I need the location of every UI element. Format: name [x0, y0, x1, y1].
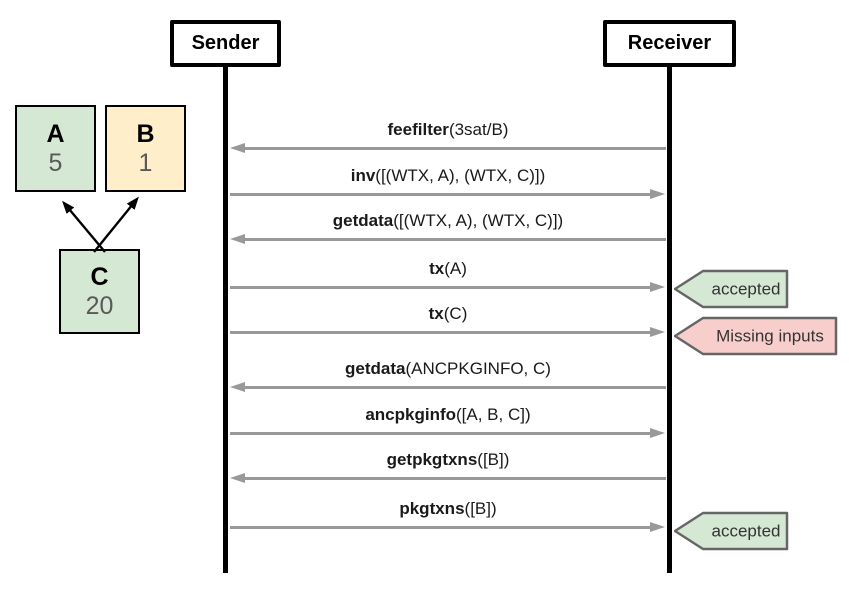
sender-lifeline	[223, 67, 228, 573]
tx-node-a-fee: 5	[48, 148, 63, 177]
message-name: ancpkginfo	[365, 405, 457, 424]
actor-receiver: Receiver	[603, 20, 736, 67]
message-inv-label: inv([(WTX, A), (WTX, C)])	[230, 166, 666, 186]
message-args: ([A, B, C])	[456, 405, 531, 424]
tx-node-c-fee: 20	[85, 291, 114, 320]
message-pkgtxns-label: pkgtxns([B])	[230, 499, 666, 519]
actor-sender: Sender	[170, 20, 281, 67]
tx-node-b-fee: 1	[138, 148, 153, 177]
message-line	[230, 432, 651, 435]
message-args: ([(WTX, A), (WTX, C)])	[375, 166, 546, 185]
receiver-lifeline	[667, 67, 672, 573]
message-args: (ANCPKGINFO, C)	[405, 359, 551, 378]
tx-node-a: A 5	[15, 105, 96, 192]
arrowhead-right-icon	[650, 521, 665, 532]
actor-sender-label: Sender	[191, 32, 260, 54]
message-getdata-wtx-label: getdata([(WTX, A), (WTX, C)])	[230, 211, 666, 231]
edge-c-to-b-arrow	[93, 196, 139, 253]
message-line	[244, 147, 666, 150]
message-line	[230, 193, 651, 196]
arrowhead-right-icon	[650, 281, 665, 292]
arrowhead-right-icon	[650, 427, 665, 438]
message-ancpkginfo-label: ancpkginfo([A, B, C])	[230, 405, 666, 425]
badge-pkgtxns-accepted: accepted	[674, 511, 789, 551]
message-tx-a-label: tx(A)	[230, 259, 666, 279]
badge-tx-a-accepted: accepted	[674, 269, 789, 309]
arrowhead-left-icon	[230, 381, 245, 392]
message-name: inv	[350, 166, 376, 185]
arrowhead-left-icon	[230, 233, 245, 244]
message-line	[230, 286, 651, 289]
message-args: ([B])	[464, 499, 497, 518]
badge-tx-c-missing-inputs: Missing inputs	[674, 316, 838, 356]
badge-shape	[674, 316, 838, 356]
badge-tx-c-missing-inputs-text: Missing inputs	[716, 327, 824, 346]
badge-pkgtxns-accepted-text: accepted	[712, 522, 781, 541]
message-line	[244, 477, 666, 480]
message-line	[230, 526, 651, 529]
message-line	[230, 331, 651, 334]
actor-receiver-label: Receiver	[627, 32, 712, 54]
message-args: (C)	[443, 304, 468, 323]
tx-node-b-label: B	[136, 119, 155, 148]
message-args: ([B])	[477, 450, 510, 469]
badge-shape	[674, 269, 789, 309]
arrowhead-right-icon	[650, 326, 665, 337]
arrowhead-right-icon	[650, 188, 665, 199]
tx-node-c: C 20	[59, 249, 140, 334]
message-name: getpkgtxns	[386, 450, 478, 469]
message-getpkgtxns-label: getpkgtxns([B])	[230, 450, 666, 470]
message-name: tx	[428, 304, 444, 323]
message-name: getdata	[332, 211, 394, 230]
message-name: getdata	[345, 359, 406, 378]
message-line	[244, 386, 666, 389]
message-name: tx	[429, 259, 445, 278]
message-line	[244, 238, 666, 241]
message-getdata-ancpkginfo-label: getdata(ANCPKGINFO, C)	[230, 359, 666, 379]
arrowhead-left-icon	[230, 142, 245, 153]
message-name: feefilter	[387, 120, 449, 139]
tx-node-c-label: C	[90, 262, 109, 291]
message-name: pkgtxns	[399, 499, 465, 518]
edge-c-to-a-arrow	[62, 200, 106, 253]
tx-node-b: B 1	[105, 105, 186, 192]
tx-graph-edge-arrows	[62, 196, 139, 253]
message-args: (3sat/B)	[448, 120, 509, 139]
message-tx-c-label: tx(C)	[230, 304, 666, 324]
message-feefilter-label: feefilter(3sat/B)	[230, 120, 666, 140]
message-args: ([(WTX, A), (WTX, C)])	[393, 211, 564, 230]
arrowhead-left-icon	[230, 472, 245, 483]
badge-tx-a-accepted-text: accepted	[712, 280, 781, 299]
badge-shape	[674, 511, 789, 551]
message-args: (A)	[444, 259, 467, 278]
tx-node-a-label: A	[46, 119, 65, 148]
